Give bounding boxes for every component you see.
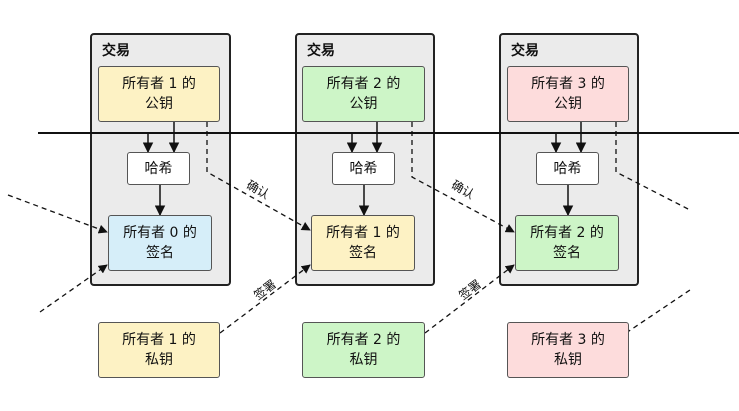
- signature-box-1: 所有者 0 的 签名: [108, 215, 212, 271]
- public-key-sub-3: 公钥: [554, 96, 582, 112]
- hash-label-1: 哈希: [144, 160, 173, 177]
- transaction-title-1: 交易: [102, 43, 130, 59]
- hash-box-1: 哈希: [127, 152, 190, 185]
- private-key-box-2: 所有者 2 的 私钥: [302, 322, 425, 378]
- public-key-box-1: 所有者 1 的 公钥: [98, 66, 220, 122]
- private-key-sub-3: 私钥: [554, 352, 582, 368]
- signature-box-2: 所有者 1 的 签名: [311, 215, 415, 271]
- private-key-sub-1: 私钥: [145, 352, 173, 368]
- public-key-label-1: 所有者 1 的: [122, 76, 196, 92]
- private-key-label-2: 所有者 2 的: [326, 332, 401, 348]
- signature-label-1: 所有者 0 的: [123, 225, 197, 241]
- signature-sub-3: 签名: [553, 245, 581, 261]
- public-key-label-2: 所有者 2 的: [326, 76, 401, 92]
- signature-box-3: 所有者 2 的 签名: [515, 215, 619, 271]
- signature-label-3: 所有者 2 的: [530, 225, 604, 241]
- hash-label-3: 哈希: [553, 160, 582, 177]
- transaction-title-3: 交易: [511, 43, 539, 59]
- public-key-label-3: 所有者 3 的: [531, 76, 605, 92]
- hash-box-3: 哈希: [536, 152, 599, 185]
- signature-sub-1: 签名: [146, 245, 174, 261]
- private-key-sub-2: 私钥: [349, 352, 378, 368]
- signature-label-2: 所有者 1 的: [326, 225, 400, 241]
- hash-label-2: 哈希: [349, 160, 378, 177]
- public-key-box-2: 所有者 2 的 公钥: [302, 66, 425, 122]
- transaction-title-2: 交易: [307, 43, 335, 59]
- public-key-sub-1: 公钥: [145, 96, 173, 112]
- public-key-sub-2: 公钥: [349, 96, 378, 112]
- private-key-label-3: 所有者 3 的: [531, 332, 605, 348]
- private-key-box-3: 所有者 3 的 私钥: [507, 322, 629, 378]
- private-key-box-1: 所有者 1 的 私钥: [98, 322, 220, 378]
- public-key-box-3: 所有者 3 的 公钥: [507, 66, 629, 122]
- private-key-label-1: 所有者 1 的: [122, 332, 196, 348]
- signature-sub-2: 签名: [349, 245, 377, 261]
- hash-box-2: 哈希: [332, 152, 395, 185]
